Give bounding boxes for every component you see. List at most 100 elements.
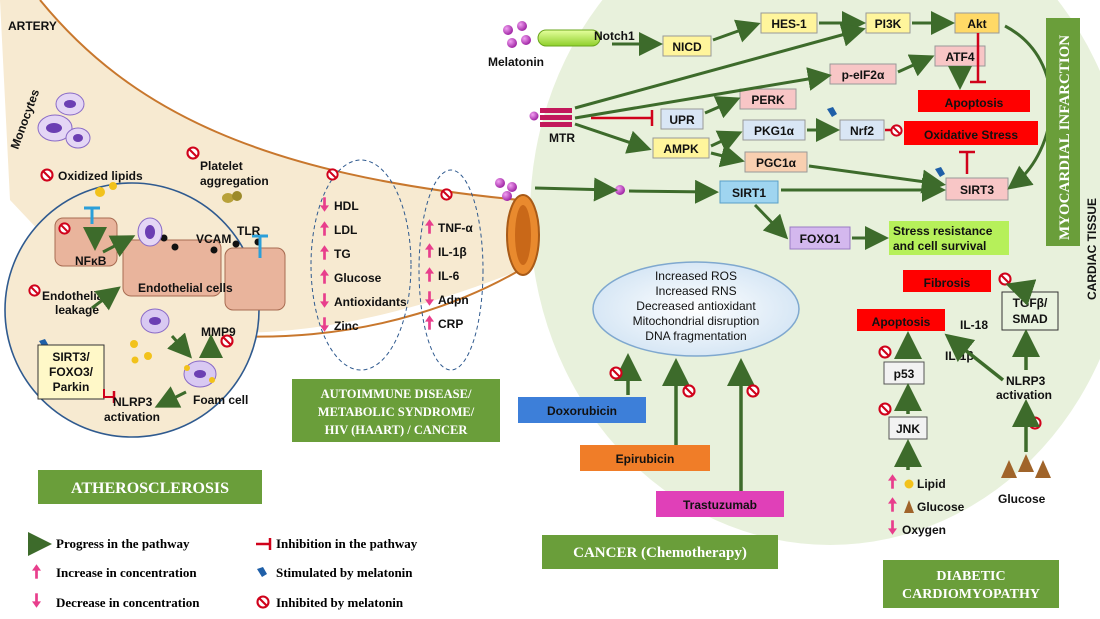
endothelial-cells bbox=[54, 206, 286, 311]
oxidative-stress-box bbox=[904, 121, 1038, 145]
legend-stimulated-label: Stimulated by melatonin bbox=[276, 565, 413, 580]
legend-decrease-label: Decrease in concentration bbox=[56, 595, 200, 610]
cancer-arrows bbox=[614, 353, 755, 492]
inhibited-icon bbox=[1028, 416, 1042, 430]
glucose-dc-label: Glucose bbox=[917, 500, 965, 514]
diabetic-inputs: Lipid Glucose Oxygen bbox=[888, 474, 965, 537]
fibrosis-box bbox=[903, 270, 991, 292]
tlr-label: TLR bbox=[237, 224, 261, 238]
nlrp3-dc-activation-label: activation bbox=[996, 388, 1052, 402]
mi-caption: MYOCARDIAL INFARCTION bbox=[1057, 35, 1073, 240]
legend-inhibition-label: Inhibition in the pathway bbox=[276, 536, 418, 551]
pkg1a-box bbox=[742, 119, 806, 141]
inhibited-icon bbox=[28, 284, 41, 297]
trastuzumab-box bbox=[656, 491, 784, 517]
upr-box bbox=[660, 108, 704, 130]
foxo3-label: FOXO3/ bbox=[49, 365, 94, 379]
doxorubicin-box bbox=[518, 397, 646, 423]
pgc1a-label: PGC1α bbox=[756, 156, 797, 170]
macrophage-cells bbox=[130, 308, 217, 388]
inhibited-icon bbox=[186, 146, 200, 160]
mi-inhibition-arrows bbox=[591, 33, 986, 174]
nicd-label: NICD bbox=[672, 40, 702, 54]
cell-survival-label: and cell survival bbox=[893, 239, 986, 253]
oxidized-lipids-label: Oxidized lipids bbox=[58, 169, 143, 183]
inhibited-icon bbox=[256, 595, 270, 609]
inhibited-icon bbox=[682, 384, 696, 398]
inhibited-icon bbox=[609, 366, 623, 380]
leakage-label: leakage bbox=[55, 303, 99, 317]
autoimmune-caption-1: AUTOIMMUNE DISEASE/ bbox=[321, 387, 472, 401]
nlrp3-dc-label: NLRP3 bbox=[1006, 374, 1046, 388]
crp-label: CRP bbox=[438, 317, 463, 331]
sirt1-label: SIRT1 bbox=[732, 186, 766, 200]
notch1-receptor bbox=[537, 29, 601, 47]
inhibited-icon bbox=[220, 334, 234, 348]
pi3k-box bbox=[865, 12, 911, 34]
mtr-label: MTR bbox=[549, 131, 575, 145]
akt-label: Akt bbox=[967, 17, 986, 31]
lipid-label: Lipid bbox=[917, 477, 946, 491]
inhibited-icon bbox=[998, 272, 1012, 286]
decrease-arrow-icon bbox=[32, 593, 41, 608]
smad-label: SMAD bbox=[1012, 312, 1048, 326]
legend-increase-label: Increase in concentration bbox=[56, 565, 197, 580]
stress-resistance-box bbox=[889, 221, 1009, 255]
glucose-right-label: Glucose bbox=[998, 492, 1046, 506]
apoptosis-label: Apoptosis bbox=[945, 96, 1004, 110]
jnk-label: JNK bbox=[896, 422, 920, 436]
mi-caption-box bbox=[1046, 18, 1080, 246]
autoimmune-caption-3: HIV (HAART) / CANCER bbox=[325, 423, 469, 437]
diabetic-caption-box bbox=[883, 560, 1059, 608]
oxidative-stress-label: Oxidative Stress bbox=[924, 128, 1018, 142]
adpn-label: Adpn bbox=[438, 293, 469, 307]
inhibited-icon bbox=[58, 222, 71, 235]
foxo1-label: FOXO1 bbox=[800, 232, 841, 246]
ampk-box bbox=[652, 137, 710, 159]
cancer-effect-1: Increased ROS bbox=[655, 269, 737, 283]
glucose-crystals bbox=[1001, 454, 1051, 478]
inhibition-arrow bbox=[103, 389, 114, 398]
autoimmune-caption-box bbox=[292, 379, 500, 442]
artery-label: ARTERY bbox=[8, 19, 57, 33]
lipid-droplets bbox=[95, 182, 117, 197]
nrf2-box bbox=[839, 119, 885, 141]
hes1-box bbox=[760, 12, 818, 34]
il1b-dc-label: IL-1β bbox=[945, 349, 974, 363]
metabolic-oval bbox=[310, 159, 412, 371]
metabolic-list: HDL LDL TG Glucose Antioxidants Zinc bbox=[320, 197, 407, 333]
hdl-label: HDL bbox=[334, 199, 359, 213]
platelet-label: Platelet bbox=[200, 159, 243, 173]
cancer-caption-box bbox=[542, 535, 778, 569]
monocyte-cells bbox=[37, 92, 91, 149]
autoimmune-caption-2: METABOLIC SYNDROME/ bbox=[318, 405, 475, 419]
nfkb-label: NFκB bbox=[75, 254, 107, 268]
atf4-label: ATF4 bbox=[945, 50, 974, 64]
nlrp3-activation-label: activation bbox=[104, 410, 160, 424]
inhibited-icon bbox=[40, 168, 54, 182]
diabetic-caption-1: DIABETIC bbox=[936, 569, 1005, 584]
notch1-label: Notch1 bbox=[594, 29, 635, 43]
inhibited-icon bbox=[326, 168, 339, 181]
epirubicin-box bbox=[580, 445, 710, 471]
trastuzumab-label: Trastuzumab bbox=[683, 498, 757, 512]
fibrosis-label: Fibrosis bbox=[924, 276, 971, 290]
tg-label: TG bbox=[334, 247, 351, 261]
stimulated-icon bbox=[257, 567, 267, 577]
inhibited-icon bbox=[878, 345, 892, 359]
cancer-effects-bubble bbox=[592, 261, 800, 357]
diabetic-apoptosis-label: Apoptosis bbox=[872, 315, 931, 329]
sirt3-foxo3-parkin-box: SIRT3/ FOXO3/ Parkin bbox=[37, 344, 105, 400]
oxygen-label: Oxygen bbox=[902, 523, 946, 537]
doxorubicin-label: Doxorubicin bbox=[547, 404, 617, 418]
mi-arrows bbox=[534, 11, 1053, 250]
cancer-effect-5: DNA fragmentation bbox=[645, 329, 746, 343]
nlrp3-label: NLRP3 bbox=[113, 395, 153, 409]
sirt1-box bbox=[719, 180, 779, 204]
il18-label: IL-18 bbox=[960, 318, 988, 332]
tgf-label: TGFβ/ bbox=[1013, 296, 1048, 310]
diabetic-apoptosis-box bbox=[857, 309, 945, 331]
diabetic-caption-2: CARDIOMYOPATHY bbox=[902, 587, 1040, 602]
endothelial-leakage-label: Endothelial bbox=[42, 289, 107, 303]
